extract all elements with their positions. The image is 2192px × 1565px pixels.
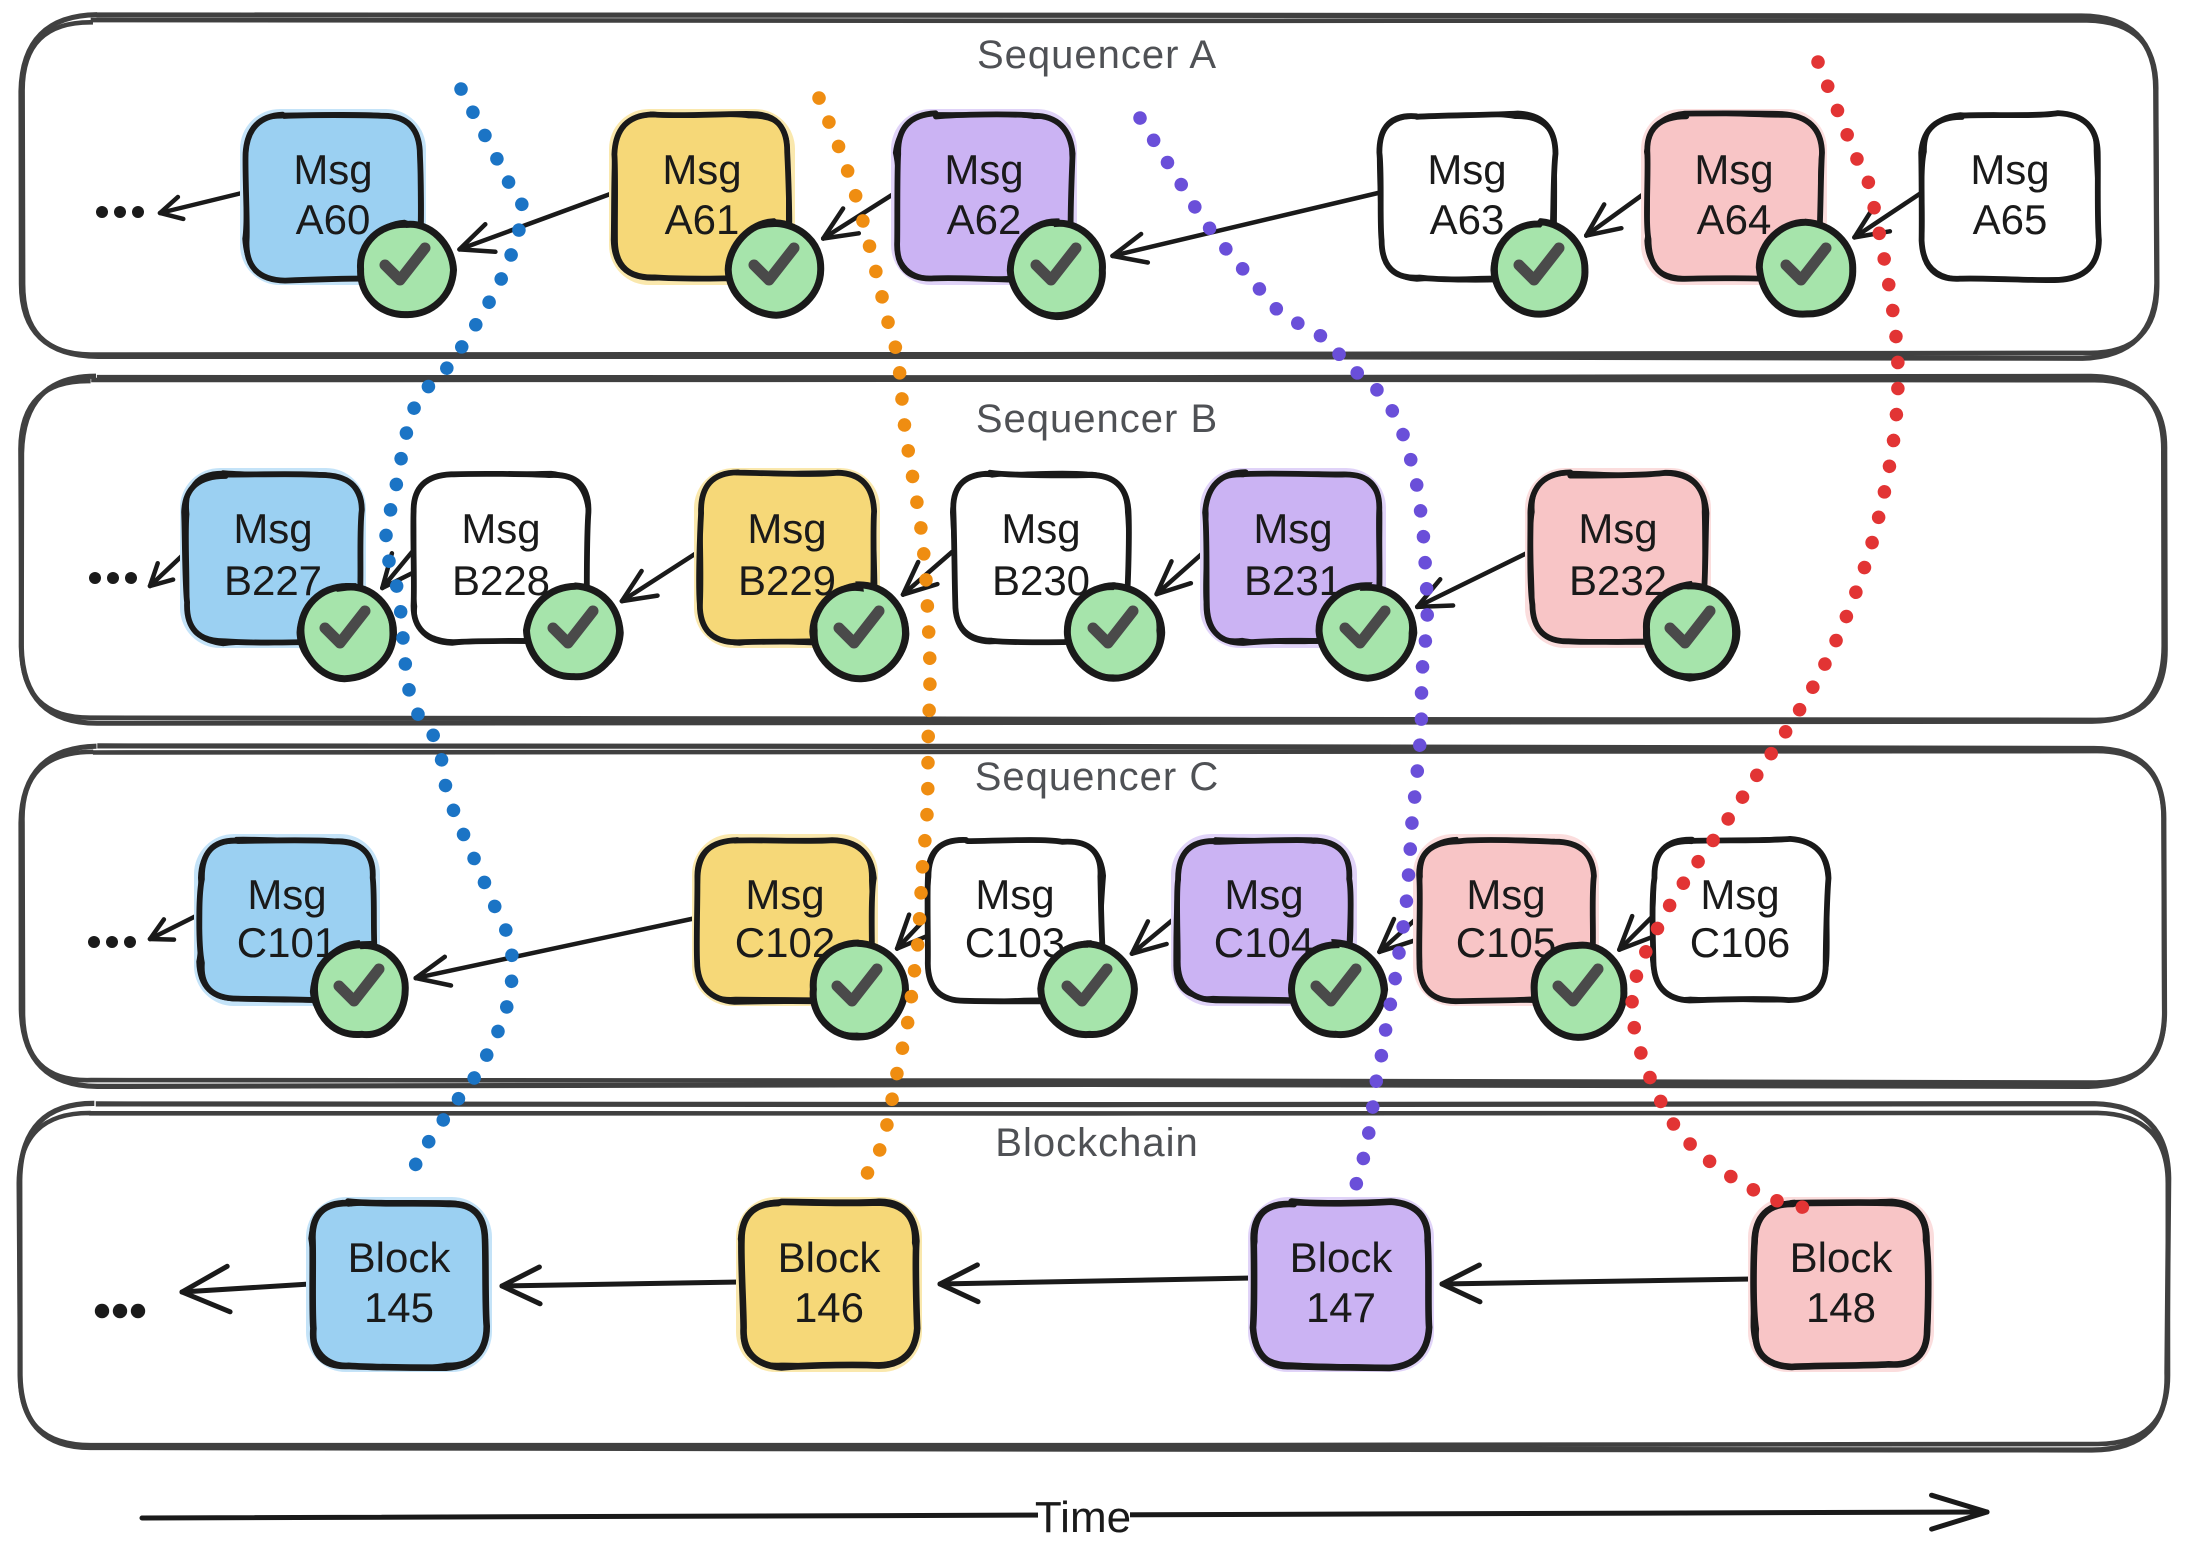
svg-text:B230: B230: [992, 557, 1090, 604]
svg-text:Msg: Msg: [1578, 505, 1657, 552]
svg-text:C101: C101: [237, 919, 337, 966]
svg-text:Msg: Msg: [745, 871, 824, 918]
svg-text:147: 147: [1306, 1284, 1376, 1331]
svg-text:A61: A61: [665, 196, 740, 243]
svg-text:Msg: Msg: [1466, 871, 1545, 918]
svg-text:146: 146: [794, 1284, 864, 1331]
svg-text:A64: A64: [1697, 196, 1772, 243]
svg-text:C105: C105: [1456, 919, 1556, 966]
svg-text:Msg: Msg: [1427, 146, 1506, 193]
svg-text:Msg: Msg: [233, 505, 312, 552]
svg-text:A62: A62: [947, 196, 1022, 243]
svg-text:A63: A63: [1430, 196, 1505, 243]
svg-text:148: 148: [1806, 1284, 1876, 1331]
svg-text:Msg: Msg: [975, 871, 1054, 918]
svg-text:Block: Block: [1290, 1234, 1394, 1281]
svg-text:C106: C106: [1690, 919, 1790, 966]
svg-text:A65: A65: [1973, 196, 2048, 243]
svg-text:Time: Time: [1035, 1493, 1131, 1542]
svg-text:B228: B228: [452, 557, 550, 604]
svg-text:B232: B232: [1569, 557, 1667, 604]
svg-text:A60: A60: [296, 196, 371, 243]
svg-text:Sequencer C: Sequencer C: [975, 755, 1219, 799]
svg-text:Msg: Msg: [1253, 505, 1332, 552]
svg-text:Sequencer A: Sequencer A: [977, 33, 1217, 77]
svg-text:Msg: Msg: [944, 146, 1023, 193]
svg-text:145: 145: [364, 1284, 434, 1331]
svg-text:Msg: Msg: [293, 146, 372, 193]
svg-text:Msg: Msg: [461, 505, 540, 552]
svg-text:Msg: Msg: [747, 505, 826, 552]
svg-text:B227: B227: [224, 557, 322, 604]
svg-text:B231: B231: [1244, 557, 1342, 604]
svg-text:Msg: Msg: [247, 871, 326, 918]
svg-text:Blockchain: Blockchain: [995, 1121, 1198, 1165]
svg-text:Msg: Msg: [1700, 871, 1779, 918]
svg-text:C102: C102: [735, 919, 835, 966]
svg-text:Msg: Msg: [662, 146, 741, 193]
svg-text:Msg: Msg: [1694, 146, 1773, 193]
svg-text:Msg: Msg: [1001, 505, 1080, 552]
svg-text:Block: Block: [348, 1234, 452, 1281]
svg-text:Sequencer B: Sequencer B: [976, 397, 1218, 441]
svg-text:C104: C104: [1214, 919, 1314, 966]
svg-text:Msg: Msg: [1970, 146, 2049, 193]
svg-text:B229: B229: [738, 557, 836, 604]
svg-text:Msg: Msg: [1224, 871, 1303, 918]
svg-text:C103: C103: [965, 919, 1065, 966]
svg-text:Block: Block: [778, 1234, 882, 1281]
svg-text:Block: Block: [1790, 1234, 1894, 1281]
